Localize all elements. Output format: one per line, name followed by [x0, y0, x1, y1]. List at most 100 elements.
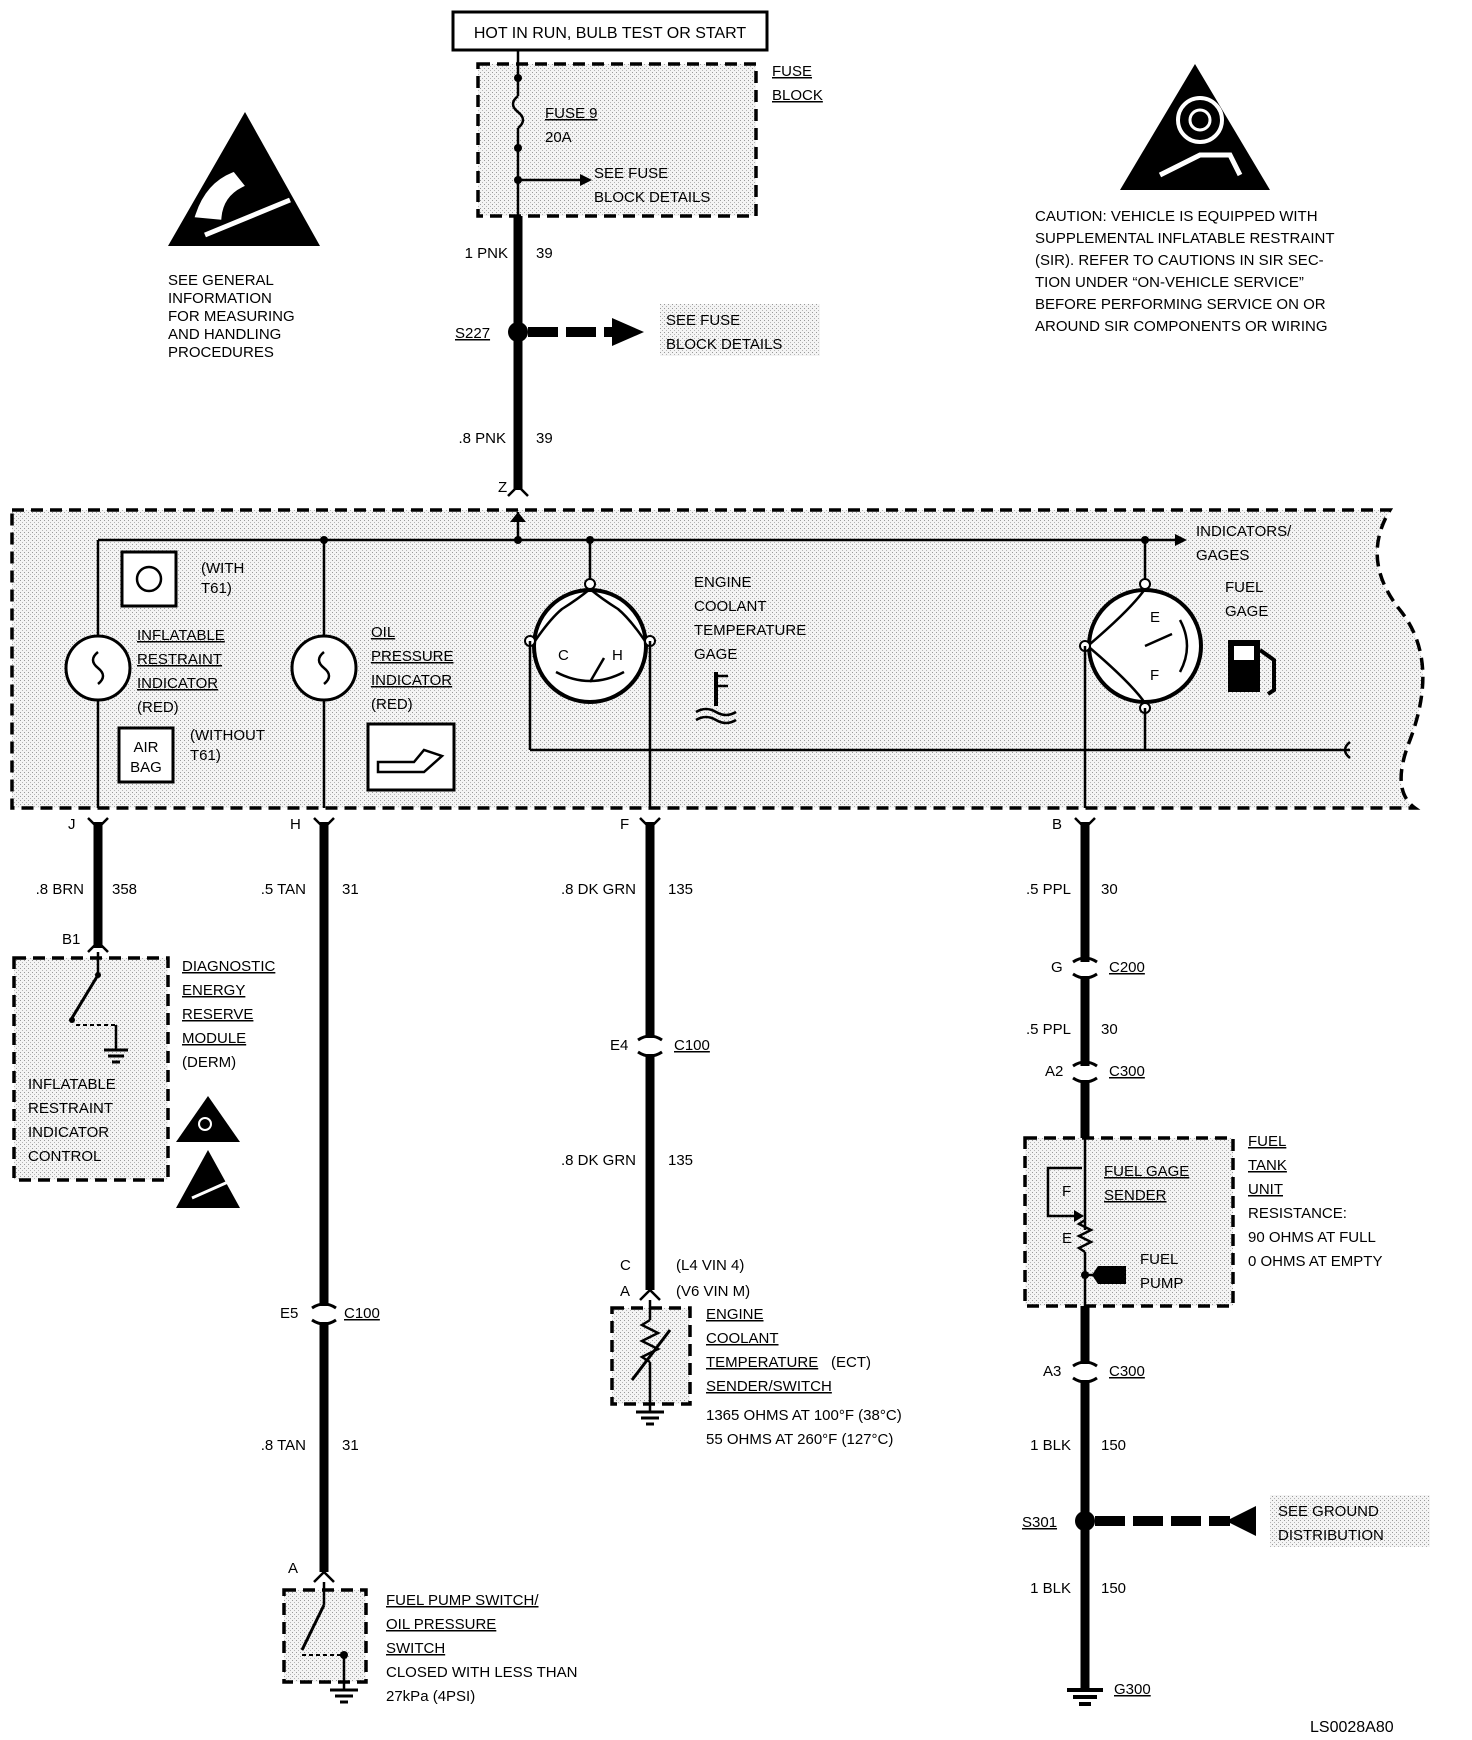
ground-icon [1067, 1688, 1103, 1706]
oil-indicator-1: OIL [371, 624, 395, 641]
derm-title-2: ENERGY [182, 982, 245, 999]
derm-title-5: (DERM) [182, 1054, 236, 1071]
s227-see-2: BLOCK DETAILS [666, 336, 782, 353]
gauge-c: C [558, 647, 569, 664]
esd-note-2: INFORMATION [168, 290, 272, 307]
ect-resistance-2: 55 OHMS AT 260°F (127°C) [706, 1431, 893, 1448]
esd-warning-icon [176, 1150, 240, 1208]
caution-line-5: BEFORE PERFORMING SERVICE ON OR [1035, 296, 1326, 313]
ect-resistance-1: 1365 OHMS AT 100°F (38°C) [706, 1407, 902, 1424]
fuel-sender-2: SENDER [1104, 1187, 1167, 1204]
esd-note-3: FOR MEASURING [168, 308, 295, 325]
sender-e: E [1062, 1230, 1072, 1247]
figure-id: LS0028A80 [1310, 1719, 1394, 1736]
fuel-pump-2: PUMP [1140, 1275, 1183, 1292]
fuel-res-3: 0 OHMS AT EMPTY [1248, 1253, 1382, 1270]
esd-warning-icon [168, 112, 320, 246]
fuel-tank-1: FUEL [1248, 1133, 1286, 1150]
connector-e5: E5 [280, 1305, 298, 1322]
power-source-box: HOT IN RUN, BULB TEST OR START [451, 10, 769, 52]
fuse-block: FUSE 9 20A SEE FUSE BLOCK DETAILS FUSE B… [476, 50, 823, 218]
wire-f2-circuit: 135 [668, 1152, 693, 1169]
pin-a: A [620, 1283, 630, 1300]
connector-b1: B1 [62, 931, 80, 948]
coolant-temp-icon [695, 672, 737, 725]
oil-switch-note-2: 27kPa (4PSI) [386, 1688, 475, 1705]
sir-caution-text: CAUTION: VEHICLE IS EQUIPPED WITH SUPPLE… [1035, 208, 1335, 335]
switch-icon [300, 1604, 326, 1651]
pin-z: Z [498, 479, 507, 496]
oil-switch-note-1: CLOSED WITH LESS THAN [386, 1664, 577, 1681]
wire-b2-size: .5 PPL [1026, 1021, 1071, 1038]
oil-indicator-3: INDICATOR [371, 672, 452, 689]
ir-indicator-1: INFLATABLE [137, 627, 225, 644]
ir-indicator-4: (RED) [137, 699, 179, 716]
pin-c-note: (L4 VIN 4) [676, 1257, 744, 1274]
gauge-h: H [612, 647, 623, 664]
fuel-res-1: RESISTANCE: [1248, 1205, 1347, 1222]
airbag-text-2: BAG [130, 759, 162, 776]
connector-g: G [1051, 959, 1063, 976]
ect-sender-3b: (ECT) [831, 1354, 871, 1371]
wire-j-circuit: 358 [112, 881, 137, 898]
ir-indicator-2: RESTRAINT [137, 651, 222, 668]
fuse-rating: 20A [545, 129, 572, 146]
oil-switch-2: OIL PRESSURE [386, 1616, 496, 1633]
splice-s301-label: S301 [1022, 1514, 1057, 1531]
fuel-res-2: 90 OHMS AT FULL [1248, 1229, 1376, 1246]
airbag-text-1: AIR [133, 739, 158, 756]
connector-c100-a: C100 [344, 1305, 380, 1322]
wire-b2-circuit: 30 [1101, 1021, 1118, 1038]
connector-c100-b: C100 [674, 1037, 710, 1054]
fuel-pump-1: FUEL [1140, 1251, 1178, 1268]
wire-b-circuit: 30 [1101, 881, 1118, 898]
ect-gage-icon [532, 588, 648, 704]
wire-2-size: .8 PNK [458, 430, 506, 447]
connector-e4: E4 [610, 1037, 628, 1054]
fuse-see-2: BLOCK DETAILS [594, 189, 710, 206]
connector-c300-b: C300 [1109, 1363, 1145, 1380]
pin-j: J [68, 816, 76, 833]
wire-blk1-circuit: 150 [1101, 1437, 1126, 1454]
wire-h2-circuit: 31 [342, 1437, 359, 1454]
derm-ctrl-2: RESTRAINT [28, 1100, 113, 1117]
airbag-text-icon [117, 726, 175, 784]
pin-a-note: (V6 VIN M) [676, 1283, 750, 1300]
break-icon [1343, 741, 1351, 759]
esd-note-1: SEE GENERAL [168, 272, 274, 289]
fuel-sender-1: FUEL GAGE [1104, 1163, 1189, 1180]
ect-sender-3: TEMPERATURE [706, 1354, 818, 1371]
instrument-cluster: INDICATORS/ GAGES (WITH T61) INFLATABLE … [10, 508, 1425, 810]
pin-f: F [620, 816, 629, 833]
ect-gage-2: COOLANT [694, 598, 767, 615]
fuel-gage-label-1: FUEL [1225, 579, 1263, 596]
fuse-symbol [511, 95, 525, 129]
wire-h-circuit: 31 [342, 881, 359, 898]
sir-warning-icon [176, 1096, 240, 1142]
s301-see-1: SEE GROUND [1278, 1503, 1379, 1520]
wire-blk2-size: 1 BLK [1030, 1580, 1071, 1597]
wire-h-size: .5 TAN [261, 881, 306, 898]
ect-gage-1: ENGINE [694, 574, 752, 591]
caution-line-3: (SIR). REFER TO CAUTIONS IN SIR SEC- [1035, 252, 1324, 269]
with-t61-1: (WITH [201, 560, 244, 577]
connector-c100-icon [637, 1034, 663, 1058]
fuel-tank-3: UNIT [1248, 1181, 1283, 1198]
switch-icon [70, 974, 100, 1019]
derm-ctrl-3: INDICATOR [28, 1124, 109, 1141]
wire-h2-size: .8 TAN [261, 1437, 306, 1454]
without-t61-1: (WITHOUT [190, 727, 265, 744]
s227-see-1: SEE FUSE [666, 312, 740, 329]
ect-sender-2: COOLANT [706, 1330, 779, 1347]
esd-note: SEE GENERAL INFORMATION FOR MEASURING AN… [168, 272, 295, 361]
esd-note-5: PROCEDURES [168, 344, 274, 361]
resistor-icon [1076, 1218, 1094, 1254]
airbag-icon [120, 550, 178, 608]
oil-indicator-2: PRESSURE [371, 648, 454, 665]
caution-line-6: AROUND SIR COMPONENTS OR WIRING [1035, 318, 1328, 335]
derm-title-1: DIAGNOSTIC [182, 958, 276, 975]
arrow-icon [580, 174, 592, 186]
fuse-block-title-2: BLOCK [772, 87, 823, 104]
derm-ctrl-4: CONTROL [28, 1148, 101, 1165]
wire-f-circuit: 135 [668, 881, 693, 898]
